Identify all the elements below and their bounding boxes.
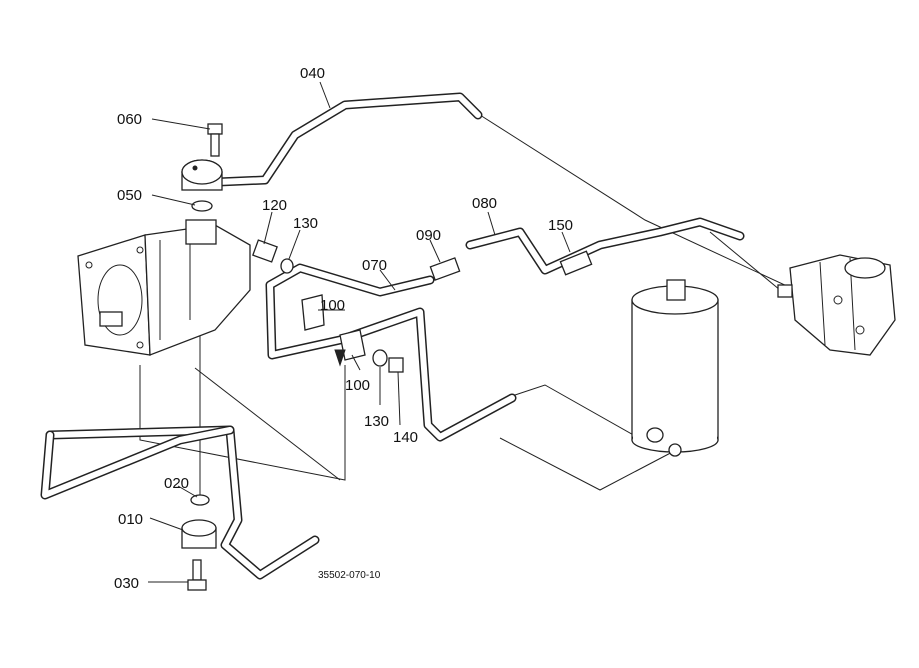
label-130-upper: 130 (293, 215, 318, 232)
hydraulic-pump (77, 219, 251, 356)
label-050: 050 (117, 187, 142, 204)
filter-tank (631, 279, 719, 457)
label-070: 070 (362, 257, 387, 274)
fitting-120 (252, 239, 294, 274)
label-150: 150 (548, 217, 573, 234)
o-ring-050 (191, 200, 213, 212)
label-120: 120 (262, 197, 287, 214)
label-030: 030 (114, 575, 139, 592)
sleeve-150 (559, 250, 593, 276)
label-130-lower: 130 (364, 413, 389, 430)
control-valve (777, 254, 896, 356)
pipe-080 (465, 217, 745, 275)
flange-fitting-lower (181, 519, 217, 591)
union-090 (429, 257, 461, 281)
label-040: 040 (300, 65, 325, 82)
washers-130-140 (372, 349, 404, 373)
label-100-lower: 100 (345, 377, 370, 394)
pipe-040 (213, 92, 483, 187)
label-100-upper: 100 (320, 297, 345, 314)
figure-reference: 35502-070-10 (318, 570, 381, 581)
label-020: 020 (164, 475, 189, 492)
clamps-100 (301, 294, 366, 367)
connection-lines (139, 114, 861, 495)
label-010: 010 (118, 511, 143, 528)
pipe-070 (265, 263, 517, 442)
label-090: 090 (416, 227, 441, 244)
label-140: 140 (393, 429, 418, 446)
o-ring-020 (190, 494, 210, 506)
label-080: 080 (472, 195, 497, 212)
flange-fitting-upper (181, 123, 223, 191)
label-060: 060 (117, 111, 142, 128)
label-leaders (148, 81, 571, 583)
pipe-010 (40, 425, 320, 580)
